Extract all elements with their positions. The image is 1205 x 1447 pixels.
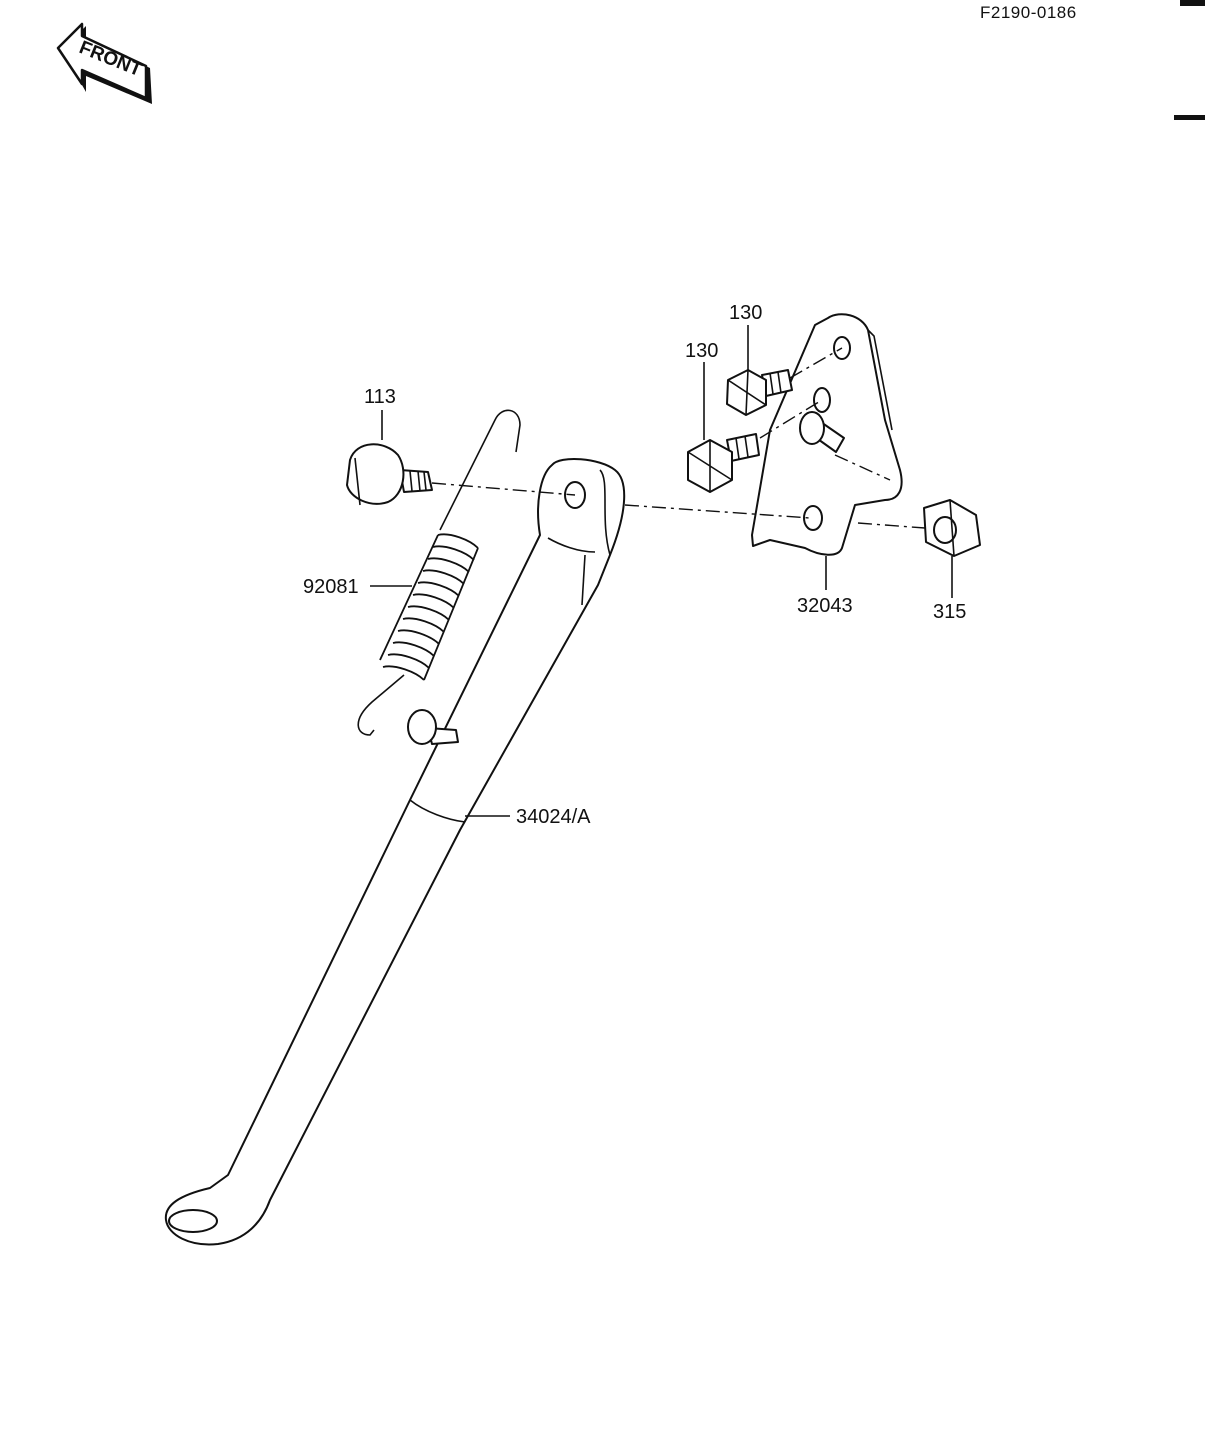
- bracket-stud: [799, 411, 845, 453]
- side-stand: [164, 458, 626, 1246]
- part-label-130-upper: 130: [729, 302, 762, 324]
- front-arrow-icon: FRONT: [56, 22, 152, 104]
- stand-pin: [407, 709, 459, 745]
- alignment-lines: [431, 347, 926, 529]
- edge-mark-top: [1180, 0, 1205, 6]
- diagram-code: F2190-0186: [980, 3, 1077, 22]
- part-label-130-lower: 130: [685, 340, 718, 362]
- part-label-32043: 32043: [797, 595, 853, 617]
- part-label-113: 113: [364, 386, 396, 408]
- part-label-92081: 92081: [303, 576, 359, 598]
- bolt-130-upper: [726, 369, 793, 416]
- part-label-34024a: 34024/A: [516, 806, 591, 828]
- nut-315: [923, 499, 981, 557]
- spring: [357, 409, 521, 736]
- bolt-130-lower: [687, 433, 760, 493]
- edge-mark-middle: [1174, 115, 1205, 120]
- part-label-315: 315: [933, 601, 966, 623]
- leader-lines: [370, 325, 953, 817]
- bolt-113: [346, 443, 433, 506]
